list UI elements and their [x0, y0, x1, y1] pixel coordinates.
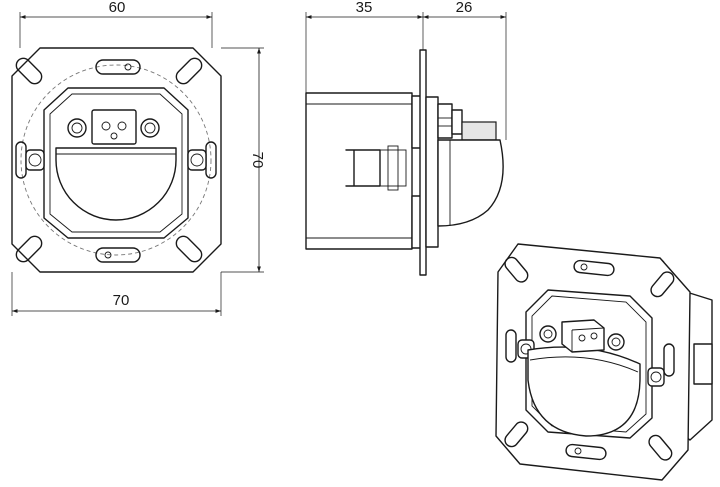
- dim-front-width-top: 60: [109, 0, 126, 16]
- isometric-view: [495, 243, 713, 481]
- iso-terminal-block: [561, 319, 605, 353]
- front-clip-right: [187, 149, 207, 171]
- side-dimensions: 35 26: [305, 0, 507, 140]
- iso-slots: [504, 256, 675, 461]
- front-inner-frame: [43, 87, 189, 239]
- side-view: [305, 49, 504, 276]
- front-view: [11, 47, 222, 273]
- front-mounting-plate: [11, 47, 222, 273]
- dim-front-height-right: 70: [249, 152, 266, 169]
- side-mounting-plate: [419, 49, 427, 276]
- dim-side-depth-back: 35: [356, 0, 373, 16]
- front-screw-left: [67, 118, 87, 138]
- side-back-box: [305, 92, 413, 250]
- front-screw-right: [140, 118, 160, 138]
- front-dimensions: 60 70 70: [11, 0, 266, 316]
- front-slots: [15, 57, 217, 263]
- dim-front-width-bottom: 70: [113, 292, 130, 309]
- front-terminal-block: [91, 109, 137, 145]
- front-lens-dome: [55, 147, 177, 221]
- front-dashed-circle: [20, 64, 212, 256]
- front-clip-left: [25, 149, 45, 171]
- dim-side-depth-front: 26: [456, 0, 473, 16]
- side-lens-dome: [437, 139, 504, 227]
